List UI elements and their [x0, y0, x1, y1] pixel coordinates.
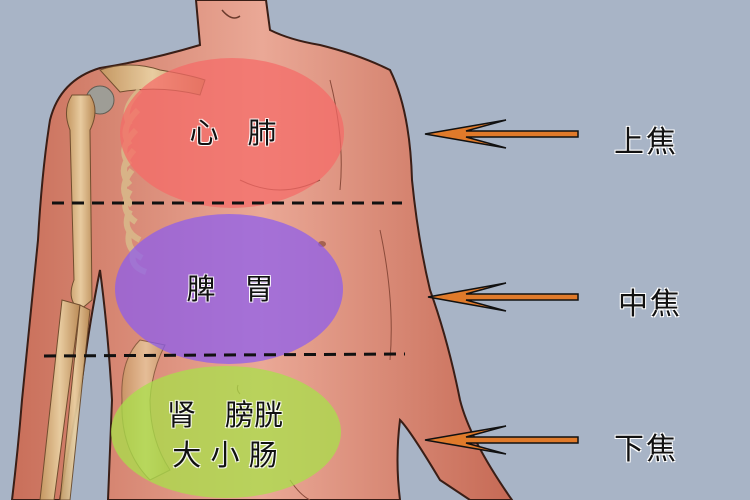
arrow-icon	[427, 282, 579, 312]
upper-jiao-ellipse	[120, 58, 344, 208]
lower-organs-label-line1: 肾 膀胱	[166, 398, 283, 432]
upper-jiao-label: 上焦	[614, 125, 678, 160]
middle-lower-divider	[43, 352, 406, 358]
upper-organs-label: 心 肺	[189, 116, 277, 150]
lower-organs-label-line2: 大 小 肠	[172, 438, 278, 472]
middle-jiao-ellipse	[115, 214, 343, 364]
lower-jiao-ellipse	[111, 366, 341, 498]
arrow-icon	[424, 119, 579, 149]
lower-jiao-label: 下焦	[614, 432, 678, 467]
arrow-icon	[424, 425, 579, 455]
middle-jiao-label: 中焦	[618, 287, 682, 322]
middle-organs-label: 脾 胃	[186, 272, 274, 306]
